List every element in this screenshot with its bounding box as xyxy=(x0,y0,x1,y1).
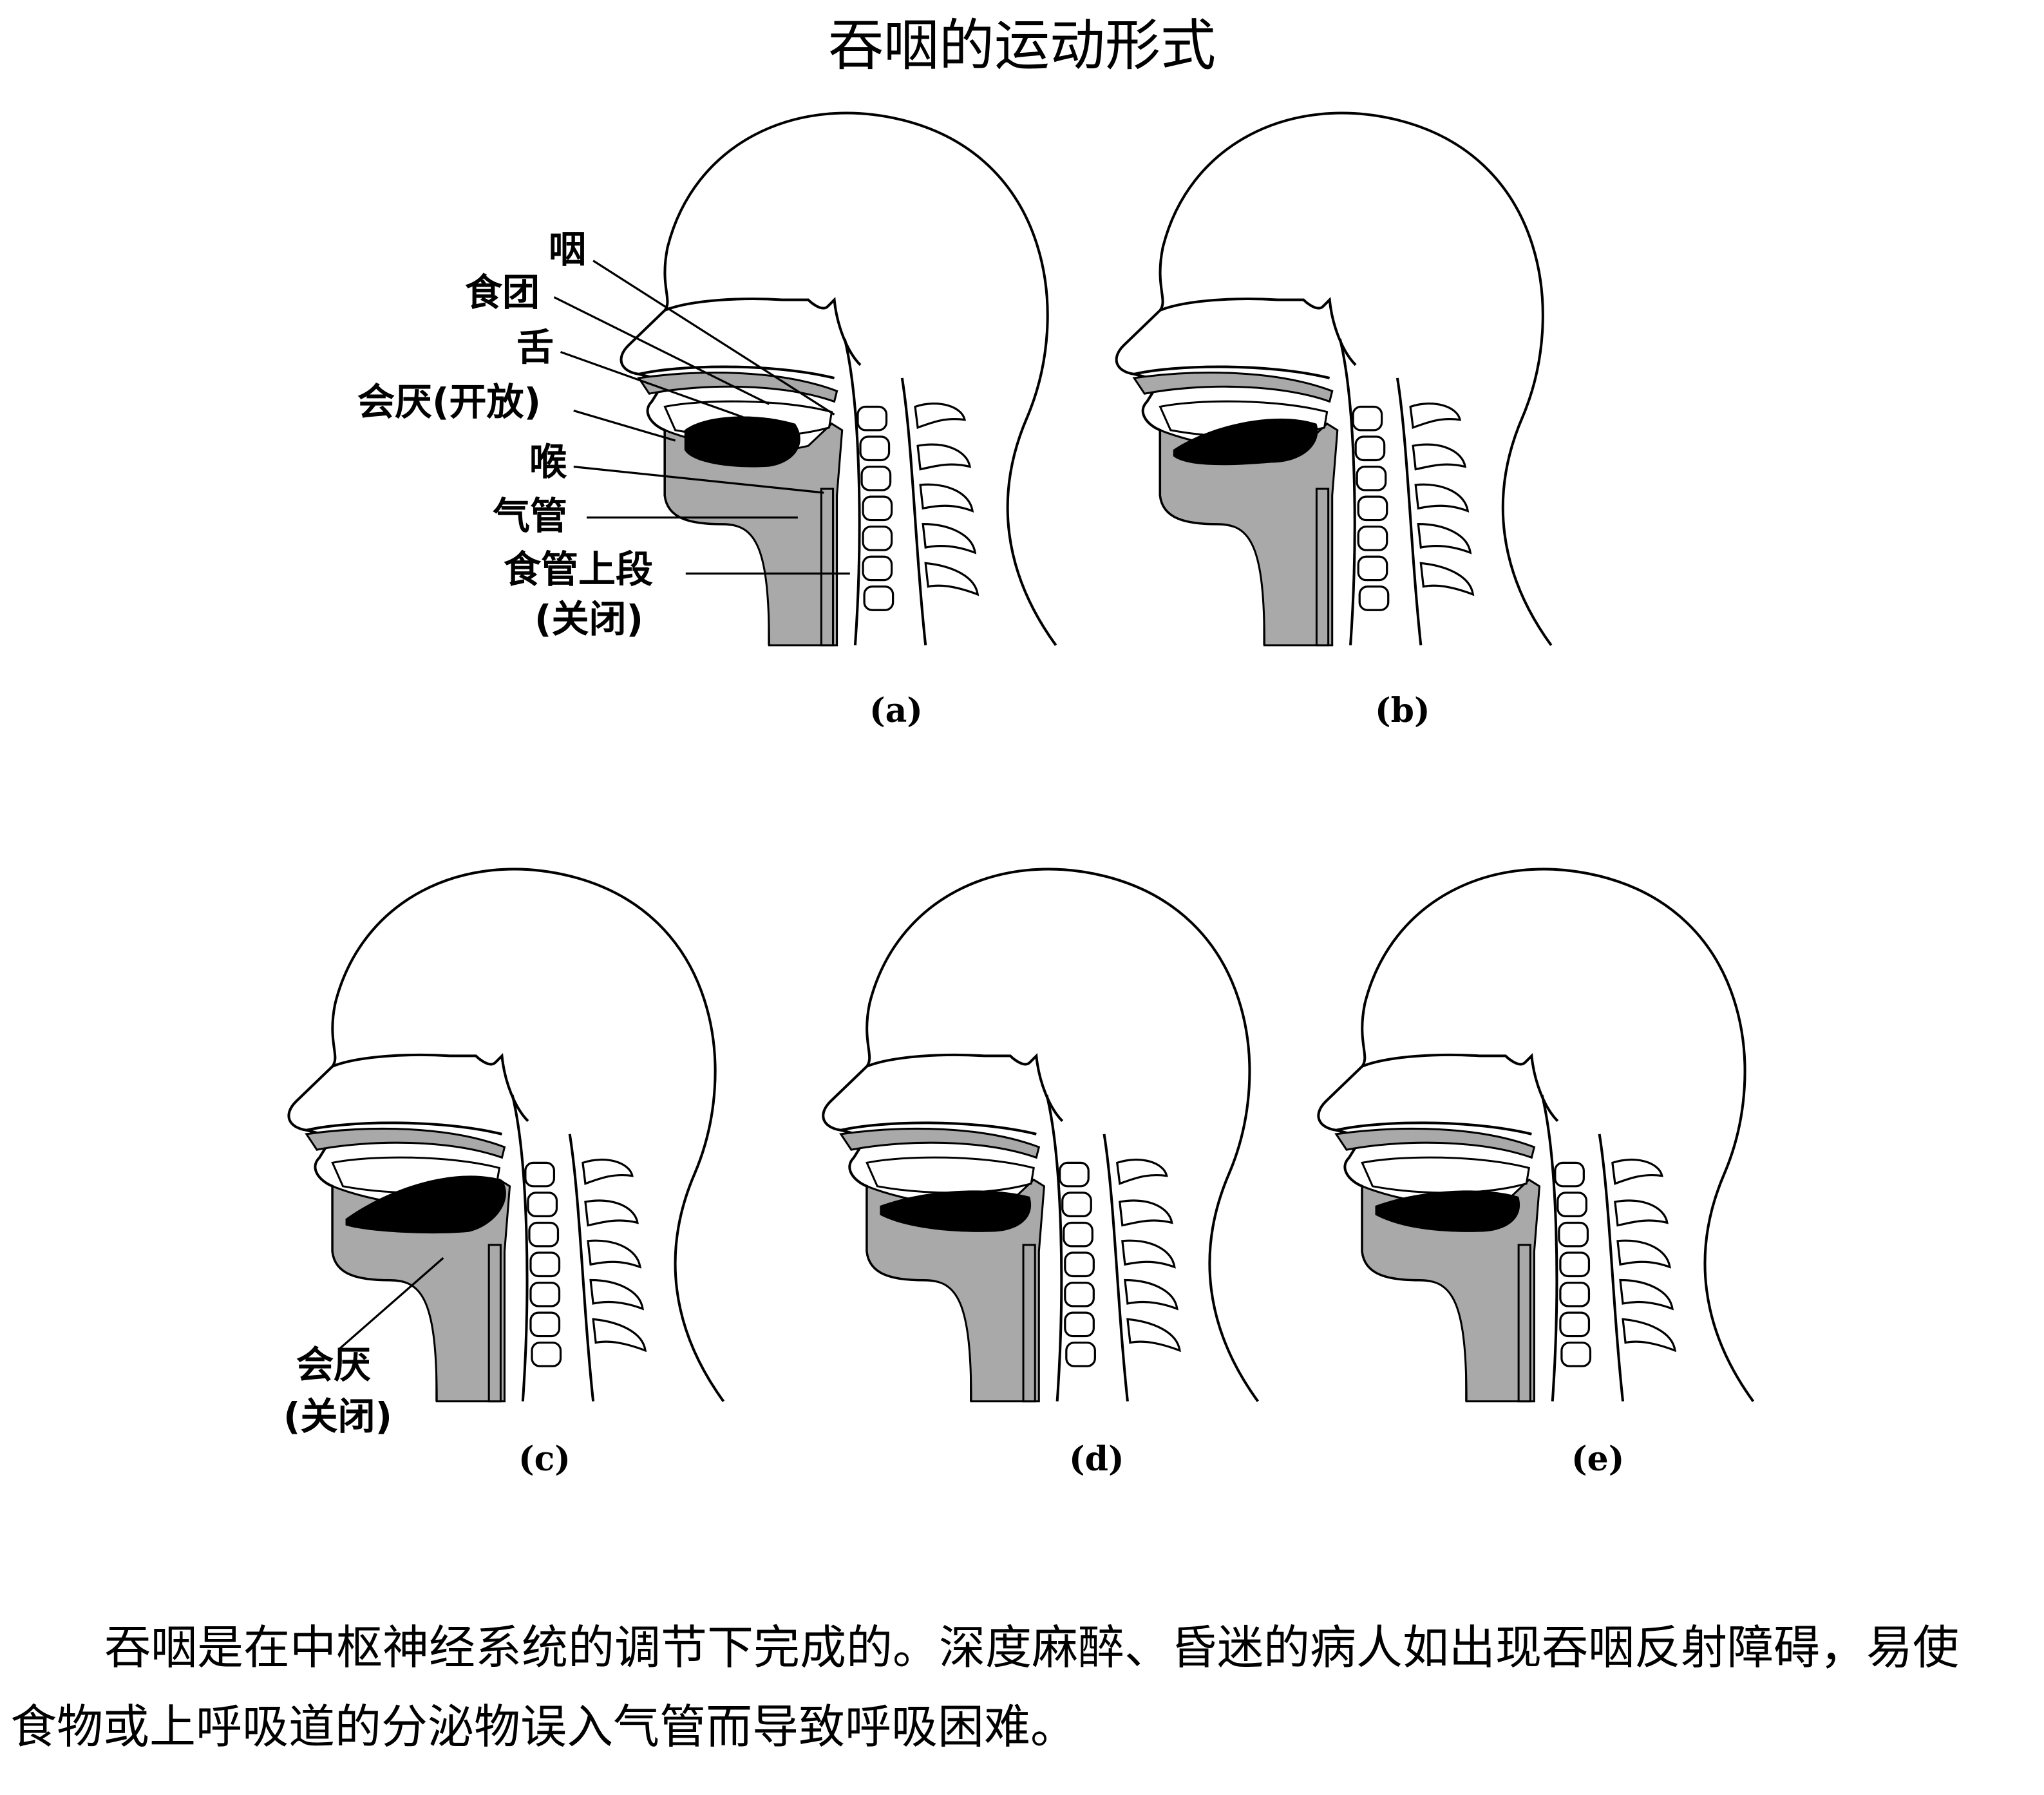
panel-b xyxy=(1117,113,1551,645)
paragraph-line-1: 吞咽是在中枢神经系统的调节下完成的。深度麻醉、昏迷的病人如出现吞咽反射障碍，易使 xyxy=(104,1620,1960,1675)
label-tongue: 舌 xyxy=(516,325,554,369)
label-bolus: 食团 xyxy=(465,271,540,314)
bolus-a xyxy=(684,416,800,468)
label-trachea: 气管 xyxy=(493,494,568,538)
panel-e xyxy=(1318,869,1753,1401)
caption-d: (d) xyxy=(1069,1439,1124,1479)
caption-b: (b) xyxy=(1375,691,1430,730)
caption-c: (c) xyxy=(518,1439,571,1479)
label-upper-esophagus: 食管上段 xyxy=(504,547,654,591)
panel-a xyxy=(553,113,1055,645)
caption-a: (a) xyxy=(869,691,923,730)
panel-c xyxy=(289,869,723,1401)
paragraph-line-2: 食物或上呼吸道的分泌物误入气管而导致呼吸困难。 xyxy=(10,1700,1077,1754)
label-epiglottis-c: 会厌 xyxy=(296,1343,372,1387)
page-title: 吞咽的运动形式 xyxy=(828,14,1216,78)
leader-lines xyxy=(553,260,850,575)
caption-e: (e) xyxy=(1571,1439,1625,1479)
label-closed-c: (关闭) xyxy=(283,1394,393,1438)
label-larynx: 喉 xyxy=(529,440,567,484)
panel-d xyxy=(823,869,1258,1401)
label-epiglottis-open: 会厌(开放) xyxy=(357,380,542,424)
label-closed-a: (关闭) xyxy=(535,597,644,641)
label-pharynx: 咽 xyxy=(549,227,587,271)
